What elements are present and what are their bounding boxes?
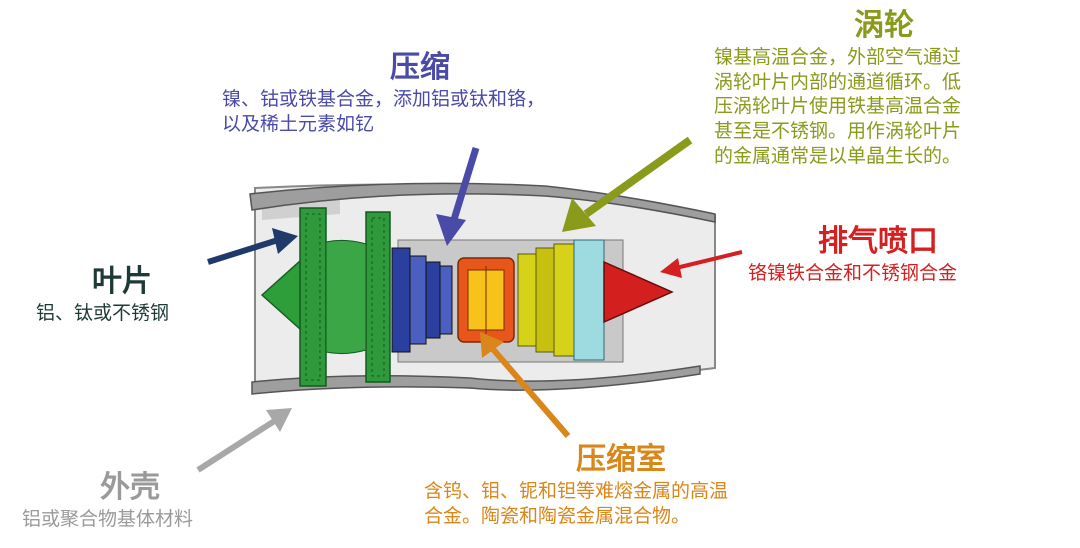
turbine-title: 涡轮 [854, 8, 914, 43]
arrow-blade [207, 228, 298, 265]
compressor-stages [391, 247, 453, 353]
turbine-label: 涡轮 镍基高温合金，外部空气通过 涡轮叶片内部的通道循环。低 压涡轮叶片使用铁基… [714, 6, 961, 168]
blade-label: 叶片 铝、钛或不锈钢 [36, 262, 169, 326]
arrow-exhaust [660, 250, 743, 278]
outer-casing [249, 182, 716, 395]
exhaust-cone [603, 260, 674, 324]
casing-title: 外壳 [100, 470, 160, 505]
exhaust-title: 排气喷口 [818, 224, 938, 259]
arrow-chamber [480, 332, 571, 438]
combustion-chamber [457, 257, 515, 343]
arrow-compress [436, 146, 480, 246]
chamber-label: 压缩室 含钨、钼、铌和钽等难熔金属的高温 合金。陶瓷和陶瓷金属混合物。 [424, 440, 728, 528]
casing-label: 外壳 铝或聚合物基体材料 [22, 468, 193, 532]
exhaust-label: 排气喷口 铬镍铁合金和不锈钢合金 [748, 222, 957, 286]
blade-desc: 铝、钛或不锈钢 [36, 302, 170, 324]
chamber-title: 压缩室 [576, 442, 666, 477]
arrow-casing [196, 408, 292, 473]
chamber-desc: 含钨、钼、铌和钽等难熔金属的高温 合金。陶瓷和陶瓷金属混合物。 [424, 480, 729, 527]
compress-label: 压缩 镍、钴或铁基合金，添加铝或钛和铬， 以及稀土元素如钇 [222, 48, 545, 136]
compress-title: 压缩 [390, 50, 450, 85]
casing-desc: 铝或聚合物基体材料 [22, 508, 194, 530]
blade-title: 叶片 [92, 264, 152, 299]
compress-desc: 镍、钴或铁基合金，添加铝或钛和铬， 以及稀土元素如钇 [222, 88, 546, 135]
arrow-turbine [562, 136, 693, 232]
fan-blades [299, 207, 391, 387]
turbine-stages [517, 239, 605, 361]
exhaust-desc: 铬镍铁合金和不锈钢合金 [748, 262, 958, 284]
turbine-desc: 镍基高温合金，外部空气通过 涡轮叶片内部的通道循环。低 压涡轮叶片使用铁基高温合… [714, 46, 962, 167]
